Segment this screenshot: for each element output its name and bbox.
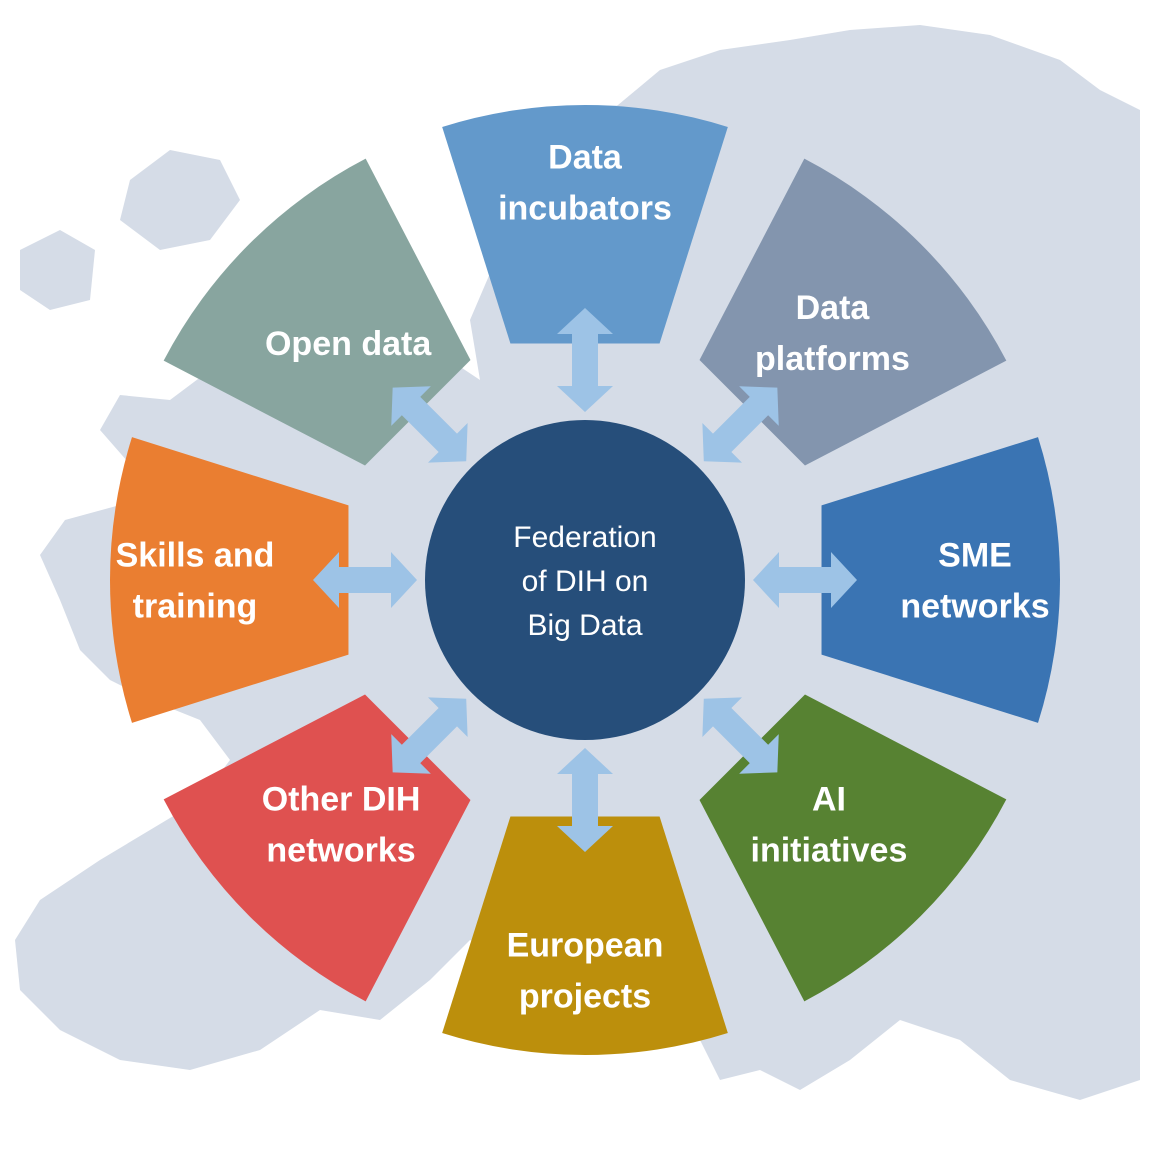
segment-label-skills-and-training-line-2: training [133, 587, 258, 625]
center-hub [425, 420, 745, 740]
center-label-line-2: of DIH on [522, 565, 649, 598]
segment-label-data-incubators-line-1: Data [548, 138, 623, 176]
segment-label-data-incubators-line-2: incubators [498, 189, 672, 227]
arrows-layer [313, 308, 857, 852]
center-label-line-3: Big Data [527, 609, 642, 642]
segment-sme-networks: SME networks [821, 437, 1060, 723]
double-arrow-sme-networks [753, 552, 857, 608]
double-arrow-open-data [391, 386, 468, 463]
double-arrow-ai-initiatives [702, 697, 779, 774]
segment-label-skills-and-training-line-1: Skills and [116, 536, 275, 574]
segment-label-ai-initiatives-line-1: AI [812, 780, 846, 818]
center-layer: Federation of DIH on Big Data [425, 420, 745, 740]
center-label-line-1: Federation [513, 521, 656, 554]
double-arrow-data-incubators [557, 308, 613, 412]
segment-label-other-dih-networks-line-1: Other DIH [262, 780, 421, 818]
segment-skills-and-training: Skills and training [110, 437, 349, 723]
segment-shape-sme-networks [821, 437, 1060, 723]
segment-label-other-dih-networks-line-2: networks [266, 831, 415, 869]
segment-label-sme-networks-line-1: SME [938, 536, 1012, 574]
segment-shape-skills-and-training [110, 437, 349, 723]
double-arrow-european-projects [557, 748, 613, 852]
double-arrow-other-dih-networks [391, 697, 468, 774]
segment-european-projects: European projects [442, 816, 728, 1055]
segment-label-european-projects-line-1: European [507, 926, 664, 964]
double-arrow-skills-and-training [313, 552, 417, 608]
segment-label-open-data-line-1: Open data [265, 325, 432, 363]
segment-label-data-platforms-line-2: platforms [755, 340, 910, 378]
segment-label-european-projects-line-2: projects [519, 977, 651, 1015]
segment-label-sme-networks-line-2: networks [900, 587, 1049, 625]
segment-label-data-platforms-line-1: Data [796, 289, 871, 327]
double-arrow-data-platforms [702, 386, 779, 463]
segment-shape-data-incubators [442, 104, 728, 344]
segment-data-incubators: Data incubators [442, 104, 728, 344]
segment-shape-european-projects [442, 816, 728, 1055]
segment-label-ai-initiatives-line-2: initiatives [751, 831, 908, 869]
